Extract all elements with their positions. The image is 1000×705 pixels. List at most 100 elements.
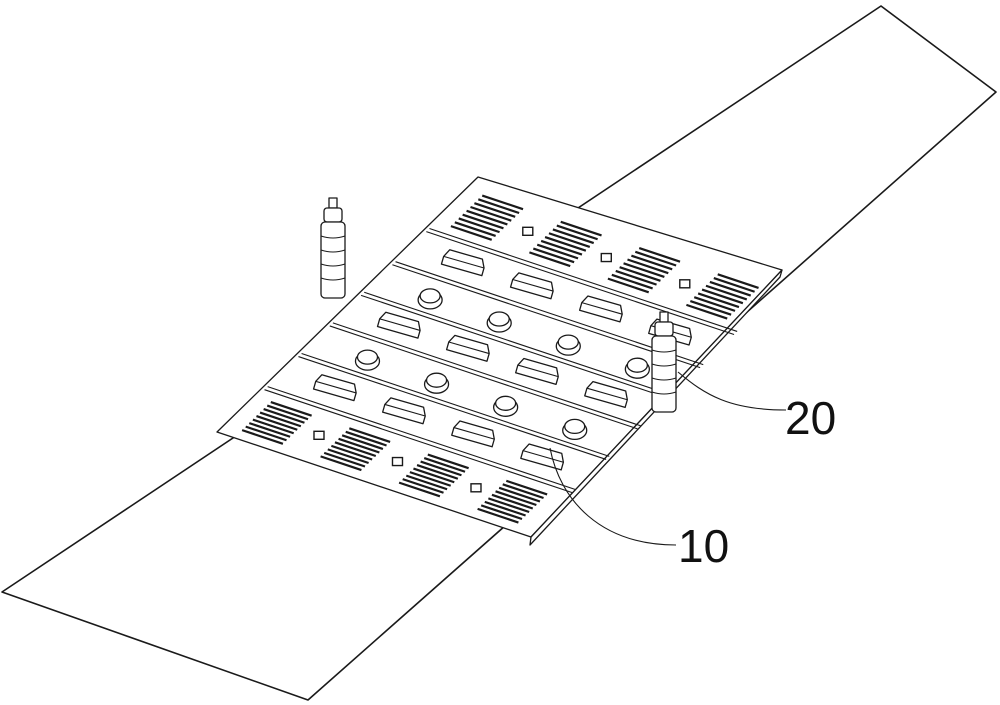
rect-stud — [509, 272, 554, 300]
stripe-line — [488, 497, 530, 514]
post-rings — [651, 349, 677, 395]
rect-stud-edge — [315, 380, 357, 394]
stripe-line — [266, 404, 309, 421]
stripe-line — [686, 303, 728, 320]
stripe-line — [338, 437, 380, 454]
stripe-line — [252, 418, 295, 435]
round-stud-top — [626, 357, 649, 373]
rect-stud — [520, 443, 565, 471]
leader-line-10 — [549, 447, 677, 546]
stripe-line — [697, 292, 740, 309]
plate-glyph-icon — [600, 252, 612, 263]
post-cap — [654, 321, 674, 337]
round-stud — [354, 349, 381, 371]
round-stud-top — [494, 395, 517, 411]
stripe-line — [334, 441, 377, 458]
stripe-line — [323, 451, 366, 468]
row-separator — [360, 294, 669, 399]
stripe-line — [477, 198, 520, 215]
stripe-line — [458, 217, 500, 234]
road-surface — [1, 5, 997, 701]
left-post — [320, 197, 346, 299]
row-separator — [267, 386, 576, 491]
rect-stud-edge — [384, 403, 426, 417]
leader-line-20 — [677, 371, 787, 411]
row-separator — [332, 322, 641, 427]
rect-stud — [445, 334, 490, 362]
stripe-line — [548, 232, 591, 248]
stripe-line — [331, 444, 373, 461]
stripe-line — [245, 425, 287, 442]
stripe-line — [607, 277, 650, 294]
stripe-line — [270, 401, 312, 417]
round-stud-top — [564, 418, 586, 435]
round-stud-top — [419, 288, 441, 304]
stripe-line — [701, 288, 744, 305]
rect-stud — [584, 380, 628, 409]
stripe-line — [556, 224, 598, 241]
stripe-line — [615, 269, 657, 286]
stripe-line — [454, 221, 496, 237]
stripe-line — [327, 448, 369, 465]
stripe-line — [693, 296, 736, 312]
stripe-line — [474, 202, 516, 218]
stripe-line — [717, 273, 759, 289]
stripe-line — [529, 251, 571, 268]
rect-stud-edge — [517, 364, 559, 378]
stripe-groups — [241, 194, 759, 524]
stripe-line — [627, 258, 669, 275]
row-separator — [392, 264, 701, 369]
round-stud — [562, 418, 588, 441]
stripe-line — [470, 205, 512, 222]
stripe-line — [498, 486, 541, 503]
row-separators — [264, 228, 738, 494]
round-stud — [492, 395, 519, 417]
stripe-line — [619, 266, 661, 282]
stripe-line — [348, 427, 391, 444]
stripe-line — [398, 481, 441, 498]
round-stud — [555, 334, 581, 356]
rect-stud — [451, 420, 495, 448]
stripe-line — [481, 194, 524, 211]
stripe-line — [402, 478, 444, 494]
stripe-line — [480, 504, 523, 521]
stripe-line — [544, 236, 587, 252]
stripe-line — [427, 453, 469, 470]
rect-stud-top — [520, 443, 565, 471]
rect-stud-edge — [379, 318, 421, 331]
stripe-line — [491, 493, 534, 510]
post-tip — [328, 197, 338, 209]
row-separator — [264, 389, 573, 494]
stripe-line — [416, 464, 459, 480]
speed-bump-assembly — [216, 176, 783, 546]
plate-glyph-icon — [470, 483, 482, 493]
round-stud-top — [425, 372, 448, 388]
plate-glyph-icon — [522, 226, 534, 237]
post-cap — [323, 207, 343, 223]
post-tip — [659, 311, 669, 323]
plate-glyphs — [313, 226, 691, 493]
stripe-line — [405, 474, 448, 491]
stripe-line — [689, 300, 732, 316]
rect-stud — [381, 397, 426, 425]
rect-stud-edge — [522, 450, 564, 463]
stripe-line — [505, 479, 548, 496]
round-stud — [417, 288, 443, 310]
round-studs — [354, 288, 651, 441]
stripe-line — [713, 277, 755, 293]
round-stud — [624, 357, 651, 379]
rect-stud-edge — [453, 427, 495, 440]
rect-stud-edge — [448, 341, 490, 355]
rect-stud-top — [509, 272, 554, 300]
round-stud-top — [488, 311, 510, 327]
stripe-line — [248, 422, 291, 438]
post-body — [651, 335, 677, 413]
callout-label-10: 10 — [678, 520, 729, 572]
stripe-line — [495, 490, 537, 507]
rect-stud — [312, 374, 357, 402]
stripe-line — [631, 254, 673, 271]
plate-glyph-icon — [313, 430, 325, 440]
rect-stud — [376, 311, 421, 339]
row-separator — [364, 291, 673, 396]
